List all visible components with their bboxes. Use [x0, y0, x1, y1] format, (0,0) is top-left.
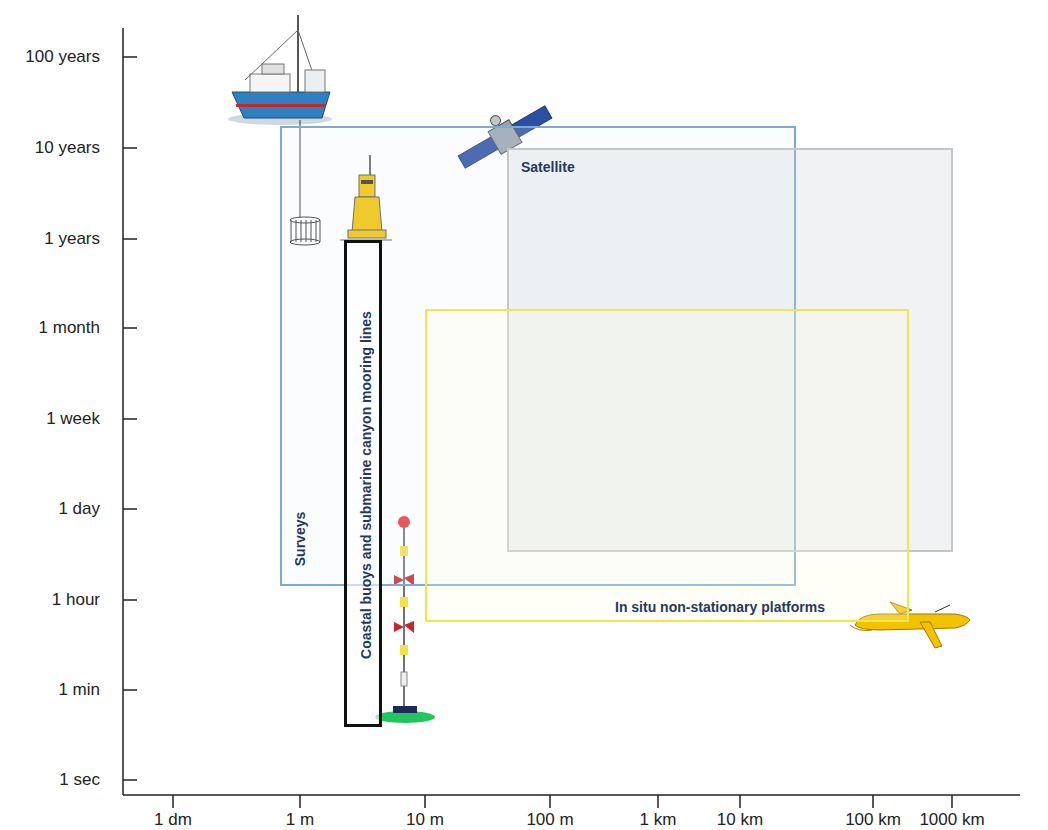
space-axis-label: 100 km: [845, 810, 901, 830]
space-axis-label: 10 m: [406, 810, 444, 830]
space-axis-label: 10 km: [717, 810, 763, 830]
platform-range-box: In situ non-stationary platforms: [425, 309, 909, 622]
range-label: In situ non-stationary platforms: [615, 599, 825, 615]
range-label: Coastal buoys and submarine canyon moori…: [358, 311, 374, 659]
time-axis-label: 1 min: [58, 680, 100, 700]
space-axis-label: 100 m: [526, 810, 573, 830]
range-label: Surveys: [292, 512, 308, 566]
space-axis-label: 1 dm: [154, 810, 192, 830]
time-axis-label: 1 years: [44, 229, 100, 249]
range-label: Satellite: [521, 159, 575, 175]
time-axis-label: 1 month: [39, 318, 100, 338]
time-axis-label: 1 sec: [59, 770, 100, 790]
time-axis-label: 100 years: [25, 47, 100, 67]
space-axis-label: 1 m: [286, 810, 314, 830]
time-axis-label: 1 week: [46, 409, 100, 429]
space-axis-label: 1000 km: [919, 810, 984, 830]
time-axis-label: 1 day: [58, 499, 100, 519]
time-axis-label: 10 years: [35, 138, 100, 158]
mooring-range-box: Coastal buoys and submarine canyon moori…: [344, 240, 382, 727]
time-axis-label: 1 hour: [52, 590, 100, 610]
space-axis-label: 1 km: [640, 810, 677, 830]
ship-icon: [228, 15, 332, 125]
